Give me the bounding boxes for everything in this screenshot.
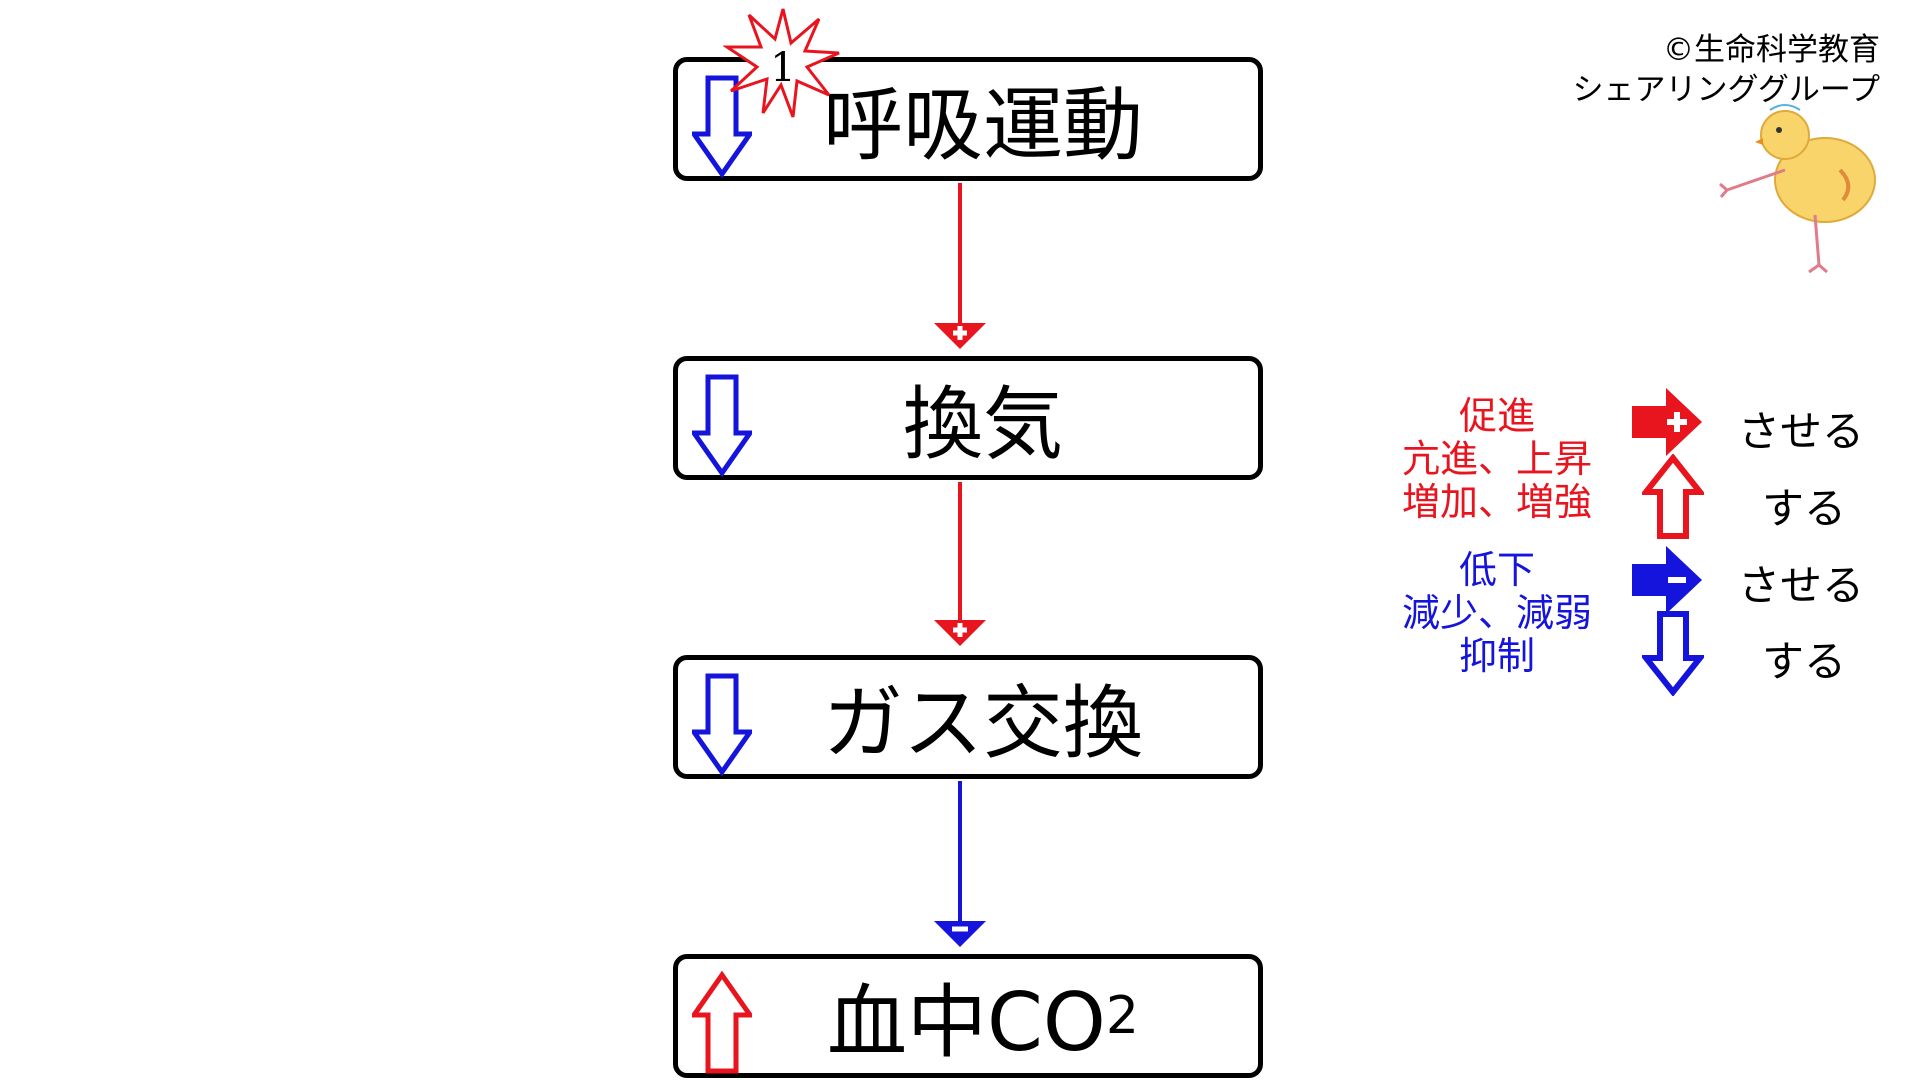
legend-word: 促進 — [1458, 394, 1535, 438]
node-label-subscript: 2 — [1105, 986, 1139, 1046]
legend-word: 増加、増強 — [1401, 480, 1592, 524]
inhibit-arrow-icon — [1632, 546, 1702, 614]
legend-promote-words: 促進 亢進、上昇 増加、増強 — [1372, 395, 1622, 524]
copyright-line-2: シェアリンググループ — [1572, 72, 1880, 108]
node-label: 換気 — [903, 378, 1063, 471]
node-respiratory-movement: 呼吸運動 — [673, 57, 1263, 181]
copyright-notice: ©生命科学教育 シェアリンググループ — [1572, 30, 1880, 110]
connector-3 — [934, 781, 986, 947]
up-arrow-icon — [1642, 454, 1704, 539]
node-label: ガス交換 — [823, 677, 1143, 770]
up-arrow-label: する — [1762, 484, 1847, 533]
node-gas-exchange: ガス交換 — [673, 655, 1263, 779]
legend-inhibit-words: 低下 減少、減弱 抑制 — [1372, 549, 1622, 678]
promote-arrow-label: させる — [1738, 407, 1865, 456]
node-ventilation: 換気 — [673, 356, 1263, 480]
legend-word: 低下 — [1458, 548, 1535, 592]
chick-illustration — [1719, 104, 1876, 274]
node-label: 呼吸運動 — [823, 79, 1143, 172]
connector-2 — [934, 482, 986, 646]
badge-number: 1 — [770, 45, 795, 91]
down-arrow-icon — [692, 374, 752, 477]
node-label-main: 血中CO — [827, 976, 1106, 1069]
promote-arrow-icon — [1632, 388, 1702, 456]
legend-word: 抑制 — [1458, 634, 1535, 678]
connector-1 — [934, 183, 986, 349]
copyright-line-1: ©生命科学教育 — [1663, 32, 1880, 68]
down-arrow-label: する — [1762, 637, 1847, 686]
legend-word: 亢進、上昇 — [1401, 437, 1592, 481]
inhibit-arrow-label: させる — [1738, 561, 1865, 610]
number-badge-icon: 1 — [723, 8, 840, 118]
legend-word: 減少、減弱 — [1401, 591, 1592, 635]
down-arrow-icon — [1642, 611, 1704, 696]
down-arrow-icon — [692, 673, 752, 776]
up-arrow-icon — [692, 971, 752, 1074]
